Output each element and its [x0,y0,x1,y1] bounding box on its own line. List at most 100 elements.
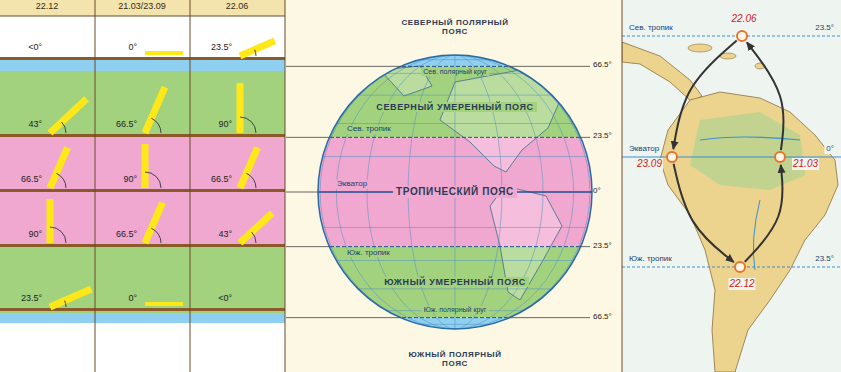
sun-ray [47,199,54,243]
angle-value: 43° [218,230,232,240]
sun-position: 21.03 [774,151,786,163]
sun-path-arrow [745,165,783,262]
angle-value: 66.5° [21,175,42,185]
ground-line [0,134,285,137]
leader-line [286,137,329,138]
river [753,200,760,270]
angle-arc [255,50,256,56]
angle-arc [240,117,256,133]
leader-line [286,192,318,193]
angle-value: <0° [218,294,232,304]
sun-path-arrow [747,42,784,150]
angle-arc [145,172,161,188]
leader-line [510,66,590,67]
table-divider [285,0,286,372]
table-ground [0,0,285,372]
angle-value: 66.5° [211,175,232,185]
column-date: 22.12 [36,2,59,12]
angle-arc [246,173,256,188]
belt-label: СЕВЕРНЫЙ ПОЛЯРНЫЙ ПОЯС [395,18,515,54]
latitude-value: 23.5° [593,132,612,141]
angle-value: 0° [128,294,137,304]
sun-position: 22.12 [734,261,746,273]
ground-line [0,308,285,311]
ground-line [0,189,285,192]
angle-arc [151,118,161,133]
belt-band: ТРОПИЧЕСКИЙ ПОЯС [330,137,580,246]
angle-value: 66.5° [116,120,137,130]
angle-arc [56,173,66,188]
table-band [0,313,285,323]
globe-outline [318,55,592,329]
angle-arc [252,232,256,243]
leader-line [286,66,400,67]
table-band [0,323,285,372]
sun-ray [145,302,183,306]
latitude-value: 23.5° [813,255,836,264]
special-parallel [318,246,592,247]
land [660,92,838,372]
angle-value: 23.5° [21,294,42,304]
belt-name: ЮЖНЫЙ ПОЛЯРНЫЙ ПОЯС [395,350,515,368]
meridian [367,55,543,329]
leader-line [510,317,590,318]
parallel-name: Юж. тропик [627,255,674,264]
table-band [0,71,285,134]
sun-ray [145,87,165,133]
angle-value: 0° [128,43,137,53]
angle-value: 43° [28,120,42,130]
belt-name: СЕВЕРНЫЙ УМЕРЕННЫЙ ПОЯС [373,102,536,112]
table-band [0,311,285,313]
leader-line [286,317,400,318]
connectors [673,41,783,262]
angle-value: 90° [28,230,42,240]
sun-ray [145,203,163,243]
column-date: 21.03/23.09 [118,2,166,12]
leader-line [581,246,590,247]
table-divider [95,0,96,372]
date-label: 23.09 [636,158,663,170]
island [688,44,712,52]
belt-name: ЮЖНЫЙ УМЕРЕННЫЙ ПОЯС [381,277,529,287]
map [622,0,841,372]
panel-border [622,0,623,372]
parallel-name: Юж. тропик [345,249,392,258]
belt-name: СЕВЕРНЫЙ ПОЛЯРНЫЙ ПОЯС [395,18,515,36]
leader-line [590,192,592,193]
latitude-value: 23.5° [813,24,836,33]
table-divider [190,0,191,372]
angle-arc [65,301,66,307]
table-band [0,137,285,189]
sun-ray [145,51,183,55]
latitude-value: 0° [824,145,836,154]
leader-line [581,137,590,138]
sun-path-arrow [674,164,734,262]
parallel-name: Сев. тропик [345,125,393,134]
angle-value: 90° [123,175,137,185]
parallel-name: Юж. полярный круг [422,306,489,314]
belt-label: ЮЖНЫЙ ПОЛЯРНЫЙ ПОЯС [395,330,515,368]
map-parallel [622,35,841,36]
sun-ray [50,289,91,307]
table-band [0,247,285,308]
latitude-value: 0° [593,187,601,196]
table-band [0,192,285,244]
sun-ray [240,41,275,56]
globe [318,55,592,329]
latitude-value: 23.5° [593,242,612,251]
sun-position: 23.09 [666,151,678,163]
map-parallel [622,266,841,267]
parallel-name: Экватор [335,180,369,189]
sun-ray [142,144,149,188]
leader-line [286,246,329,247]
belt-band: ЮЖНЫЙ УМЕРЕННЫЙ ПОЯС [330,261,580,304]
map-ocean [622,0,841,372]
angle-value: 23.5° [211,43,232,53]
date-label: 22.06 [730,13,757,25]
land [622,42,702,102]
river [700,137,800,140]
sun-ray [240,213,272,243]
sun-ray [240,148,258,188]
sun-ray [237,83,244,133]
